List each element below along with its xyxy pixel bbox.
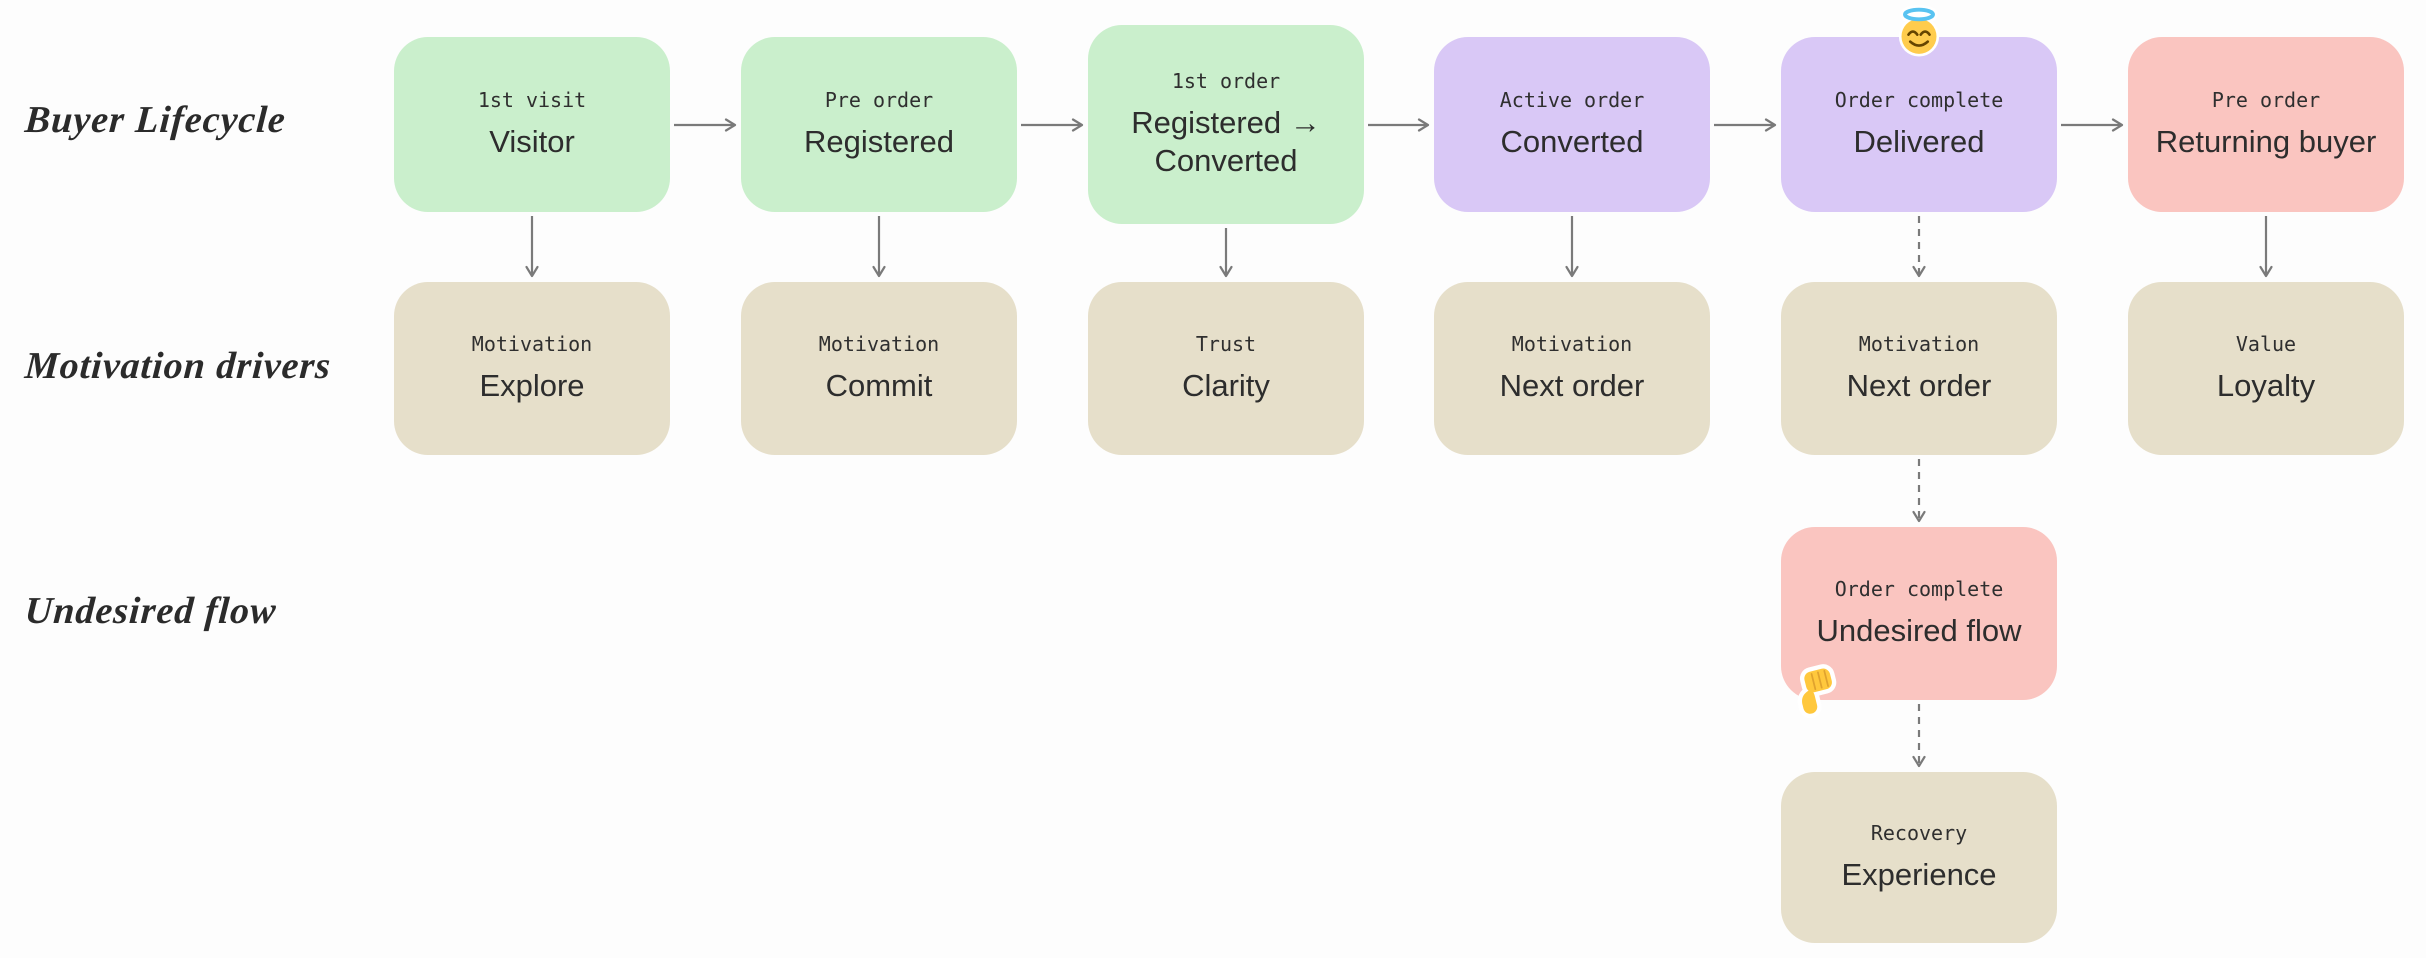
node-loyalty[interactable]: Value Loyalty <box>2128 282 2404 455</box>
node-title: Delivered <box>1853 124 1985 160</box>
node-tag: Order complete <box>1834 88 2004 113</box>
node-clarity[interactable]: Trust Clarity <box>1088 282 1364 455</box>
node-next-order-1[interactable]: Motivation Next order <box>1434 282 1710 455</box>
node-next-order-2[interactable]: Motivation Next order <box>1781 282 2057 455</box>
node-returning-buyer[interactable]: Pre order Returning buyer <box>2128 37 2404 212</box>
node-title: Converted <box>1500 124 1644 160</box>
node-tag: 1st visit <box>477 88 587 113</box>
node-tag: Trust <box>1195 332 1257 357</box>
node-tag: Order complete <box>1834 577 2004 602</box>
node-title: Registered → Converted <box>1131 105 1321 178</box>
node-title: Commit <box>825 368 933 404</box>
node-tag: Active order <box>1499 88 1645 113</box>
node-title: Returning buyer <box>2155 124 2377 160</box>
smiling-face-with-halo-icon[interactable] <box>1891 4 1947 60</box>
node-delivered[interactable]: Order complete Delivered <box>1781 37 2057 212</box>
node-experience[interactable]: Recovery Experience <box>1781 772 2057 943</box>
node-registered-converted[interactable]: 1st order Registered → Converted <box>1088 25 1364 224</box>
node-tag: Value <box>2235 332 2297 357</box>
thumbs-down-icon[interactable] <box>1788 662 1844 719</box>
node-title: Explore <box>479 368 585 404</box>
node-tag: Motivation <box>1858 332 1980 357</box>
row-label-buyer-lifecycle[interactable]: Buyer Lifecycle <box>23 99 288 141</box>
node-title: Visitor <box>489 124 575 160</box>
node-explore[interactable]: Motivation Explore <box>394 282 670 455</box>
node-tag: Motivation <box>818 332 940 357</box>
node-title: Next order <box>1499 368 1645 404</box>
row-label-undesired-flow[interactable]: Undesired flow <box>23 590 278 632</box>
node-tag: Pre order <box>2211 88 2321 113</box>
node-title: Next order <box>1846 368 1992 404</box>
node-title: Undesired flow <box>1816 613 2022 649</box>
node-title: Loyalty <box>2216 368 2316 404</box>
node-registered[interactable]: Pre order Registered <box>741 37 1017 212</box>
node-tag: Motivation <box>1511 332 1633 357</box>
node-title: Experience <box>1841 857 1997 893</box>
node-tag: Recovery <box>1870 821 1968 846</box>
node-commit[interactable]: Motivation Commit <box>741 282 1017 455</box>
node-visitor[interactable]: 1st visit Visitor <box>394 37 670 212</box>
node-title: Clarity <box>1182 368 1270 404</box>
node-tag: Motivation <box>471 332 593 357</box>
node-tag: 1st order <box>1171 69 1281 94</box>
node-converted[interactable]: Active order Converted <box>1434 37 1710 212</box>
node-title: Registered <box>804 124 954 160</box>
node-tag: Pre order <box>824 88 934 113</box>
row-label-motivation-drivers[interactable]: Motivation drivers <box>23 345 333 387</box>
